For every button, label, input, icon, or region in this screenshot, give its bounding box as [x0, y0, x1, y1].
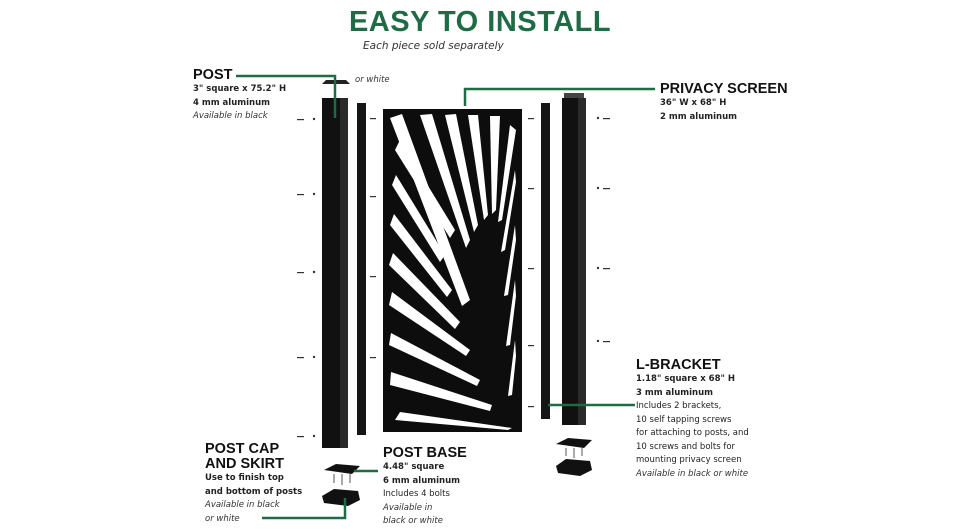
- post-spec: 3" square x 75.2" H: [193, 84, 287, 94]
- post-availability-continued: or white: [355, 75, 390, 85]
- left-l-bracket: [357, 103, 366, 435]
- post-base-heading: POST BASE: [383, 445, 467, 461]
- post-spec: 4 mm aluminum: [193, 97, 270, 108]
- post-cap-heading: POST CAP: [205, 441, 280, 457]
- post-availability: Available in black: [193, 111, 268, 121]
- privacy-screen-callout: PRIVACY SCREEN 36" W x 68" H 2 mm alumin…: [660, 82, 788, 124]
- post-callout: POST 3" square x 75.2" H 4 mm aluminum A…: [193, 68, 286, 124]
- privacy-screen-spec: 2 mm aluminum: [660, 111, 737, 122]
- l-bracket-availability: Available in black or white: [636, 468, 749, 479]
- privacy-screen-panel: [383, 109, 522, 432]
- right-post-skirt: [556, 459, 592, 476]
- post-cap-availability: Available in black: [205, 500, 280, 510]
- l-bracket-spec: 1.18" square x 68" H: [636, 374, 735, 384]
- left-post: [322, 80, 350, 448]
- l-bracket-detail: mounting privacy screen: [636, 455, 742, 465]
- l-bracket-detail: for attaching to posts, and: [636, 428, 749, 438]
- post-base-availability: Available in: [383, 502, 433, 513]
- l-bracket-detail: 10 self tapping screws: [636, 414, 732, 425]
- post-cap-availability: or white: [205, 513, 240, 524]
- post-base-spec: 6 mm aluminum: [383, 475, 460, 486]
- privacy-screen-heading: PRIVACY SCREEN: [660, 81, 788, 97]
- post-base-detail: Includes 4 bolts: [383, 489, 450, 499]
- right-post: [562, 93, 586, 425]
- right-post-base: [556, 438, 592, 458]
- right-l-bracket: [541, 103, 550, 419]
- l-bracket-callout: L-BRACKET 1.18" square x 68" H 3 mm alum…: [636, 358, 749, 481]
- post-cap-heading: AND SKIRT: [205, 456, 284, 472]
- leader-lines: [236, 74, 655, 520]
- left-post-base: [324, 464, 360, 485]
- l-bracket-spec: 3 mm aluminum: [636, 387, 713, 398]
- post-base-spec: 4.48" square: [383, 462, 445, 472]
- post-cap-detail: Use to finish top: [205, 473, 284, 483]
- l-bracket-heading: L-BRACKET: [636, 357, 721, 373]
- screw-markers: [297, 116, 610, 438]
- post-cap-callout: POST CAP AND SKIRT Use to finish top and…: [205, 442, 302, 526]
- post-base-availability: black or white: [383, 516, 443, 526]
- post-heading: POST: [193, 67, 233, 83]
- l-bracket-detail: 10 screws and bolts for: [636, 441, 736, 452]
- left-post-skirt: [322, 489, 360, 506]
- privacy-screen-spec: 36" W x 68" H: [660, 98, 727, 108]
- l-bracket-detail: Includes 2 brackets,: [636, 401, 722, 411]
- post-cap-detail: and bottom of posts: [205, 486, 303, 497]
- subtitle: Each piece sold separately: [363, 40, 504, 52]
- page-title: EASY TO INSTALL: [348, 6, 612, 38]
- post-base-callout: POST BASE 4.48" square 6 mm aluminum Inc…: [383, 446, 467, 529]
